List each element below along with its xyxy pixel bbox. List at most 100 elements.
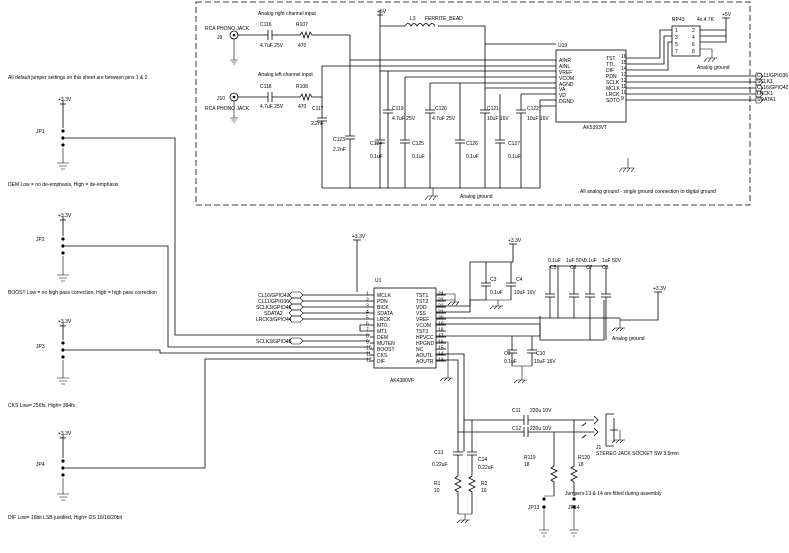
jp3-label: JP3 [36, 344, 45, 350]
svg-text:7: 7 [675, 49, 678, 55]
cap-c124: C124 0.1uF [370, 71, 385, 188]
dac-analog-ground: Analog ground [612, 336, 645, 342]
svg-text:R2: R2 [481, 481, 488, 487]
rp43-label: RP43 [672, 17, 685, 23]
jp4-label: JP4 [36, 462, 45, 468]
svg-text:10: 10 [481, 488, 487, 494]
svg-text:18: 18 [578, 462, 584, 468]
svg-text:CL16/GPIO42: CL16/GPIO42 [757, 85, 789, 91]
svg-text:LRCK1: LRCK1 [757, 91, 773, 97]
svg-text:11: 11 [621, 84, 626, 90]
u1-pin-cks: CKS [377, 353, 388, 359]
jp1-description: DEM Low = no de-emphasis, High = de-emph… [8, 182, 119, 188]
u1-pin-sdata: SDATA [377, 311, 394, 317]
svg-text:MCLK: MCLK [606, 86, 621, 92]
svg-text:16: 16 [621, 54, 627, 60]
u1-pin-number: 18 [438, 328, 444, 334]
svg-text:AINR: AINR [559, 58, 571, 64]
u1-pin-number: 24 [438, 292, 444, 298]
svg-text:VD: VD [559, 93, 566, 99]
chip-u1: AK4380VF [373, 287, 437, 384]
net-flags-top: CL11/GPIO36 SCLK1 CL16/GPIO42 LRCK1 SDAT… [755, 72, 789, 104]
u1-pin-dif: DIF [377, 359, 385, 365]
resistor-r1: R1 10 [434, 475, 462, 514]
jack-label: STEREO JACK SOCKET SW 3.5mm [596, 451, 679, 457]
dac-plus33-right: +3.3V [653, 286, 667, 292]
svg-text:SCLK1: SCLK1 [757, 79, 773, 85]
ferrite-label: FERRITE_BEAD [425, 16, 463, 22]
svg-text:10: 10 [621, 90, 627, 96]
c117-value: 2.2nF [311, 121, 324, 127]
svg-text:AINL: AINL [559, 64, 570, 70]
svg-text:R1: R1 [434, 481, 441, 487]
left-input-label: Analog left channel input [258, 72, 313, 78]
svg-text:0.1uF: 0.1uF [548, 258, 561, 264]
svg-text:C4: C4 [516, 277, 523, 283]
cap-c120: C120 4.7uF 25V [425, 83, 456, 188]
svg-text:R120: R120 [578, 455, 590, 461]
u1-pin-vdd: VDD [416, 305, 427, 311]
svg-text:VREF: VREF [559, 70, 572, 76]
j9-label: J9 [217, 35, 223, 41]
u1-pin-muten: MUTEN [377, 341, 395, 347]
j1-label: J1 [596, 445, 602, 451]
svg-text:VA: VA [559, 87, 566, 93]
rca-right-label: RCA PHONO JACK [205, 26, 250, 32]
r108-value: 470 [298, 104, 307, 110]
resistor-r119: R119 18 [524, 455, 558, 496]
svg-text:2: 2 [692, 28, 695, 34]
analog-ground-top: Analog ground [697, 65, 730, 71]
svg-text:R119: R119 [524, 455, 536, 461]
rp43-plus5v: +5V [722, 12, 732, 18]
cap-c3: C3 0.1uF [481, 262, 503, 300]
svg-text:6: 6 [692, 42, 695, 48]
l3-label: L3 [410, 16, 416, 22]
svg-text:C6: C6 [570, 265, 577, 271]
rca-jack-j10: RCA PHONO JACK J10 [205, 92, 250, 112]
jumper-jp3: +3.3V JP3 CKS Low= 256fs, High= 384fs [8, 319, 370, 409]
svg-text:LRCK3/GPIO44: LRCK3/GPIO44 [256, 317, 292, 323]
svg-text:10uF 16V: 10uF 16V [527, 116, 549, 122]
cap-c8: C8 1uF 50V [601, 258, 622, 340]
u1-pin-number: 7 [366, 328, 369, 334]
svg-text:PDN: PDN [606, 74, 617, 80]
svg-text:SDATA2: SDATA2 [264, 311, 283, 317]
svg-text:JP14: JP14 [568, 505, 580, 511]
u1-pin-number: 4 [366, 310, 369, 316]
svg-text:C121: C121 [487, 106, 499, 112]
svg-text:JP13: JP13 [528, 505, 540, 511]
u1-pin-number: 22 [438, 304, 444, 310]
cap-c127: C127 0.1uF [495, 94, 521, 188]
svg-text:0.1uF: 0.1uF [490, 290, 503, 296]
svg-text:4.7uF 25V: 4.7uF 25V [392, 116, 416, 122]
cap-c6: C6 1uF 50V [566, 258, 586, 318]
u1-pin-number: 11 [366, 352, 371, 358]
cap-c119: C119 4.7uF 25V [383, 71, 416, 188]
jumper-jp14: JP14 [568, 497, 580, 537]
svg-text:C5: C5 [550, 265, 557, 271]
chip-u19: U19 AK5393VT AINR AINL VREF VCOM AGND VA… [555, 43, 627, 131]
svg-text:0.1uF: 0.1uF [584, 258, 597, 264]
svg-text:18: 18 [524, 462, 530, 468]
u1-pin-number: 6 [366, 322, 369, 328]
sclk-net-label: SCLK3/GPIO45 [256, 339, 292, 345]
svg-text:SCLK: SCLK [606, 80, 620, 86]
analog-ground-bottom: Analog ground [460, 194, 493, 200]
c116-value: 4.7uF 25V [260, 43, 284, 49]
svg-text:+3.3V: +3.3V [58, 431, 72, 437]
svg-text:220u 10V: 220u 10V [530, 408, 552, 414]
u1-pin-tst2: TST2 [416, 299, 428, 305]
u1-pin-number: 15 [438, 346, 444, 352]
jumper-jp4: +3.3V JP4 DIF Low= 16bit LSB justified, … [8, 358, 370, 521]
u1-pin-dem: DEM [377, 335, 388, 341]
cap-c9: C9 0.1uF [504, 336, 517, 366]
jp1-label: JP1 [36, 129, 45, 135]
u1-pin-number: 8 [366, 334, 369, 340]
svg-text:CL16/GPIO42: CL16/GPIO42 [258, 293, 290, 299]
cap-c125: C125 0.1uF [400, 77, 425, 188]
svg-text:C10: C10 [536, 351, 545, 357]
jumper-jp13: JP13 [528, 495, 554, 537]
default-jumpers-note: All default jumper settings on this shee… [8, 75, 148, 81]
svg-text:C124: C124 [370, 141, 382, 147]
